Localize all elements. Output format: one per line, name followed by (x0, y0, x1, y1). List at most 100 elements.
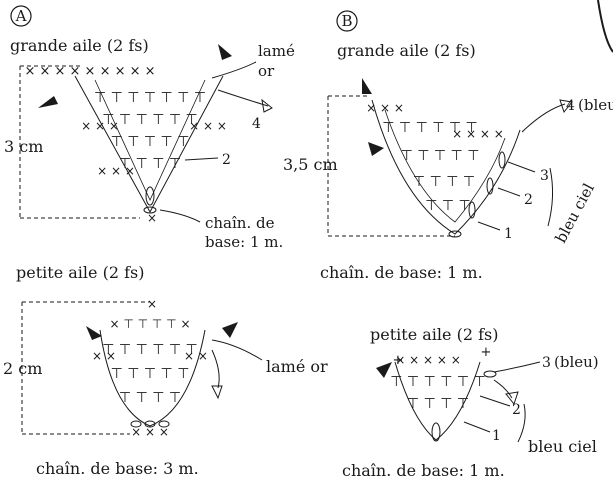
diagram-a-dc-row4: ⊤ ⊤ ⊤ ⊤ (119, 156, 181, 172)
diagram-b-dc-row2: ⊤ ⊤ ⊤ ⊤ ⊤ (401, 148, 480, 164)
diagram-a-left-edge-lower: × × × (97, 164, 135, 178)
diagram-a-thread-line2: or (258, 62, 275, 80)
diagram-b-row-4: 4 (566, 98, 575, 114)
diagram-c-base-chain-3 (158, 420, 170, 428)
diagram-b-height-label: 3,5 cm (283, 155, 338, 174)
diagram-a-row-4: 4 (252, 116, 261, 132)
diagram-a-arrow-2 (184, 157, 219, 161)
diagram-b-badge (336, 10, 358, 32)
diagram-c-fan (99, 329, 206, 427)
diagram-b-row-2: 2 (524, 192, 533, 208)
diagram-b-chain-right (498, 151, 506, 169)
diagram-b-chain-low (468, 201, 476, 219)
diagram-c: petite aile (2 fs) 2 cm × × ⊤ ⊤ ⊤ ⊤ × ⊤ … (3, 263, 328, 478)
diagram-d-row-1: 1 (492, 428, 501, 444)
diagram-d-row-2: 2 (512, 402, 521, 418)
diagram-b-chain-mid (486, 177, 494, 195)
diagram-d-row-3: 3 (542, 355, 551, 371)
diagram-c-base-chain-2 (144, 420, 156, 428)
diagram-b-marker-top (362, 78, 372, 94)
diagram-b-dc-row4: ⊤ ⊤ ⊤ (425, 198, 471, 214)
diagram-b: B grande aile (2 fs) 3,5 cm × × × × × × … (283, 10, 613, 282)
diagram-d-slip-right: + (481, 345, 492, 360)
diagram-b-base-chain (448, 230, 462, 238)
diagram-c-dc-row2: ⊤ ⊤ ⊤ ⊤ ⊤ (111, 366, 190, 382)
diagram-d-arrow-3 (493, 361, 541, 373)
diagram-d-base-chain (431, 422, 441, 442)
diagram-b-height-dimension (327, 95, 455, 237)
diagram-a-right-edge: × × × (189, 119, 227, 133)
diagram-c-thread: lamé or (266, 357, 328, 376)
diagram-c-height-dimension (21, 301, 150, 435)
diagram-d-title: petite aile (2 fs) (370, 325, 498, 344)
diagram-c-title: petite aile (2 fs) (16, 263, 144, 282)
diagram-b-row-1: 1 (504, 226, 513, 242)
diagram-b-base: chaîn. de base: 1 m. (320, 263, 483, 282)
diagram-a-base-pointer (159, 209, 201, 223)
diagram-a-marker-left (38, 96, 58, 108)
diagram-c-marker-right (222, 322, 238, 338)
diagram-d-fan (394, 361, 481, 441)
diagram-d-side-color: bleu ciel (528, 437, 597, 456)
diagram-b-left-edge: × × × (366, 101, 404, 115)
diagram-c-marker-left (86, 326, 102, 340)
diagram-d-dc-row1: ⊤ ⊤ ⊤ ⊤ ⊤ ⊤ (390, 374, 485, 390)
diagram-b-row-3: 3 (540, 168, 549, 184)
diagram-b-letter: B (341, 12, 352, 30)
diagram-c-top-stitches: × ⊤ ⊤ ⊤ ⊤ × (110, 317, 191, 331)
diagram-a-left-edge: × × × (81, 119, 119, 133)
diagram-c-base: chaîn. de base: 3 m. (36, 459, 199, 478)
diagram-b-arrow-1 (477, 221, 501, 231)
diagram-a-height-label: 3 cm (4, 137, 43, 156)
diagram-a-marker-right (218, 44, 232, 60)
diagram-b-arrow-4 (521, 103, 566, 133)
diagram-b-row-4-color: (bleu) (578, 96, 613, 114)
diagram-b-dc-row1: ⊤ ⊤ ⊤ ⊤ ⊤ ⊤ (382, 120, 477, 136)
diagram-b-side-color: bleu ciel (552, 180, 598, 246)
diagram-a-thread-line1: lamé (258, 42, 295, 60)
diagram-d-chain-right (483, 370, 497, 378)
diagram-d-thread-tail (493, 379, 513, 399)
diagram-d-base: chaîn. de base: 1 m. (342, 461, 505, 480)
diagram-d-arrow-2 (479, 395, 511, 407)
diagram-a-letter: A (15, 7, 27, 25)
diagram-b-fan (371, 99, 521, 235)
diagram-a-row-2: 2 (222, 152, 231, 168)
diagram-a-dc-row3: ⊤ ⊤ ⊤ ⊤ ⊤ (111, 134, 190, 150)
diagram-a-chain (145, 186, 155, 206)
diagram-d-row-3-color: (bleu) (554, 353, 599, 371)
diagram-a-base-stitch: × (147, 211, 157, 225)
diagram-b-top-stitches: × × × × (452, 127, 504, 141)
diagram-c-dc-row3: ⊤ ⊤ ⊤ ⊤ (119, 390, 181, 406)
diagram-c-dc-row1: ⊤ ⊤ ⊤ ⊤ ⊤ ⊤ (102, 342, 197, 358)
diagram-d-marker-left (376, 362, 392, 378)
diagram-a-top-stitches: × × × × × × × × × (24, 64, 155, 79)
diagram-a-dc-row2: ⊤ ⊤ ⊤ ⊤ ⊤ ⊤ (102, 112, 197, 128)
diagram-d-arrow-1 (463, 421, 491, 433)
diagram-d-top-stitches: × × × × × (395, 353, 461, 367)
diagram-a-badge (10, 5, 32, 27)
diagram-c-top-stitch: × (147, 297, 157, 311)
cropped-motif (597, 0, 613, 53)
diagram-a-title: grande aile (2 fs) (10, 36, 149, 55)
diagram-a-base-chain (143, 206, 157, 214)
diagram-b-title: grande aile (2 fs) (337, 41, 476, 60)
diagram-c-height-label: 2 cm (3, 359, 42, 378)
diagram-c-thread-pointer (211, 339, 263, 361)
diagram-b-marker-mid (368, 142, 384, 156)
diagram-c-bottom-stitches: × × × (131, 425, 169, 439)
diagram-a-arrow-4 (217, 89, 269, 107)
diagram-d-bracket (517, 403, 526, 443)
diagram-b-arrow-2 (497, 187, 521, 197)
diagram-a-thread-pointer (211, 61, 257, 79)
diagram-b-bracket (547, 167, 554, 227)
diagram-b-dc-row3: ⊤ ⊤ ⊤ ⊤ (413, 174, 475, 190)
diagram-a-base-line2: base: 1 m. (205, 233, 283, 251)
diagram-a-base-line1: chaîn. de (205, 214, 275, 232)
diagram-d: petite aile (2 fs) × × × × × + + ⊤ ⊤ ⊤ ⊤… (342, 325, 599, 480)
diagram-b-arrow-3 (507, 161, 536, 173)
diagram-c-base-chain-1 (130, 420, 142, 428)
diagram-d-slip-left: + (393, 353, 404, 368)
diagram-a-height-dimension (19, 65, 140, 219)
